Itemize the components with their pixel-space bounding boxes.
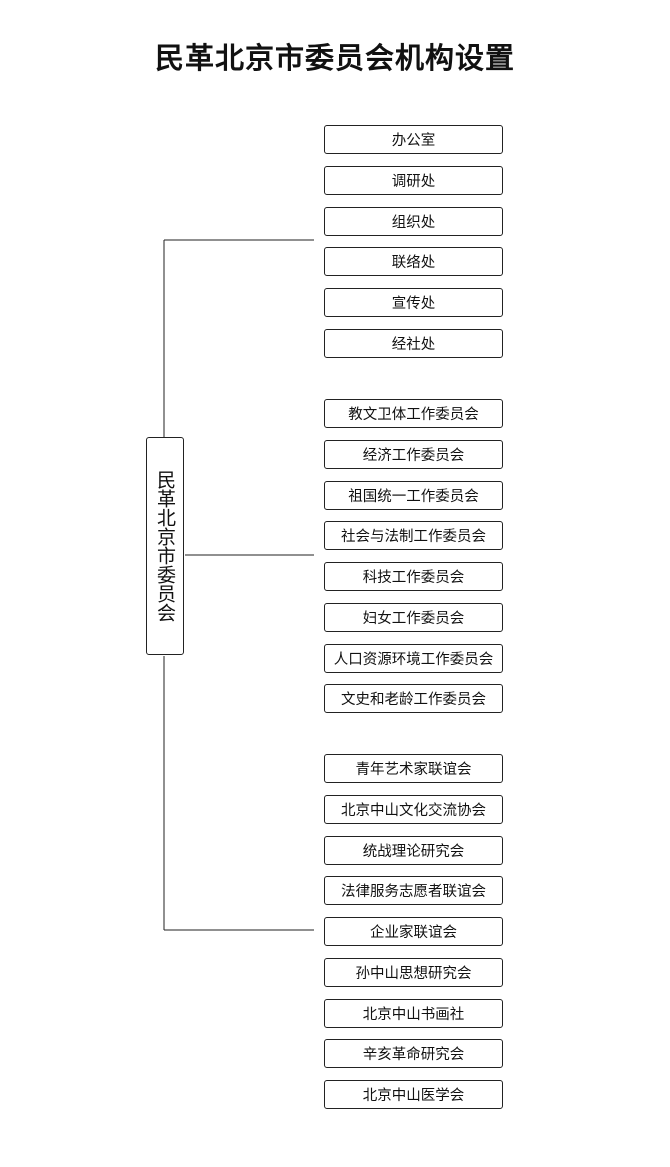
node-research-division: 调研处: [324, 166, 503, 195]
node-zhongshan-culture: 北京中山文化交流协会: [324, 795, 503, 824]
page-title: 民革北京市委员会机构设置: [154, 41, 515, 75]
node-painting-calligraphy: 北京中山书画社: [324, 999, 503, 1028]
node-committee-economy: 经济工作委员会: [324, 440, 503, 469]
node-zhongshan-medicine: 北京中山医学会: [324, 1080, 503, 1109]
node-committee-technology: 科技工作委员会: [324, 562, 503, 591]
node-committee-reunification: 祖国统一工作委员会: [324, 481, 503, 510]
node-committee-women: 妇女工作委员会: [324, 603, 503, 632]
node-xinhai-revolution: 辛亥革命研究会: [324, 1039, 503, 1068]
node-office: 办公室: [324, 125, 503, 154]
node-committee-education: 教文卫体工作委员会: [324, 399, 503, 428]
node-young-artists: 青年艺术家联谊会: [324, 754, 503, 783]
node-committee-population: 人口资源环境工作委员会: [324, 644, 503, 673]
node-legal-volunteers: 法律服务志愿者联谊会: [324, 876, 503, 905]
node-united-front-theory: 统战理论研究会: [324, 836, 503, 865]
node-economic-social-division: 经社处: [324, 329, 503, 358]
node-publicity-division: 宣传处: [324, 288, 503, 317]
root-node-label: 民革北京市委员会: [154, 470, 176, 622]
node-committee-law: 社会与法制工作委员会: [324, 521, 503, 550]
root-node: 民革北京市委员会: [146, 437, 184, 655]
node-committee-history-elderly: 文史和老龄工作委员会: [324, 684, 503, 713]
node-sun-yatsen-thought: 孙中山思想研究会: [324, 958, 503, 987]
node-liaison-division: 联络处: [324, 247, 503, 276]
node-organization-division: 组织处: [324, 207, 503, 236]
node-entrepreneurs: 企业家联谊会: [324, 917, 503, 946]
